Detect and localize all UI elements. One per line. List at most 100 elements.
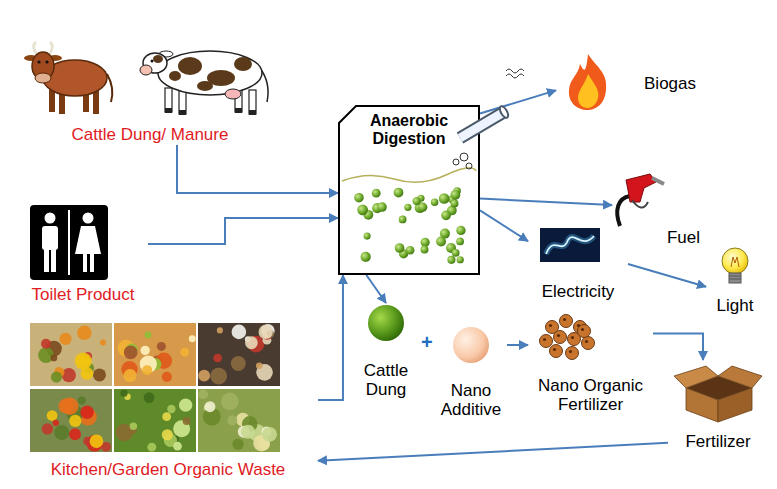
waste-item (144, 392, 155, 403)
box-flap (674, 366, 718, 388)
waste-item (157, 342, 166, 351)
text-group: Anaerobic Digestion (359, 112, 459, 149)
digestate-ball: Cattle Dung (352, 303, 420, 400)
cow-udder (225, 89, 241, 99)
electric-glow (546, 236, 594, 254)
cow-spot (197, 81, 213, 91)
plus-sign: + (421, 331, 433, 354)
text-group: Nano Additive (438, 381, 504, 420)
electric-arc (546, 236, 594, 254)
gas-bubble (460, 153, 468, 161)
output-biogas: Biogas (556, 52, 696, 116)
waste-item (162, 429, 173, 440)
digester-particle (372, 189, 381, 198)
node-label: Biogas (644, 74, 696, 94)
digester-particle (404, 204, 411, 211)
sign-divider (68, 210, 70, 275)
waste-item (217, 327, 223, 333)
waste-item (221, 393, 239, 411)
toilet-sign (30, 205, 108, 280)
gas-flow-mark (506, 69, 524, 78)
waste-photo (30, 323, 112, 386)
cow-eye (151, 60, 154, 63)
fertilizer-granule (560, 315, 573, 328)
text-group: Nano Organic Fertilizer (535, 376, 647, 415)
text-group: Toilet Product (32, 285, 135, 305)
digester-particle (431, 198, 439, 206)
text-group: Biogas (644, 74, 696, 94)
woman-figure (83, 254, 87, 272)
waste-photo (114, 323, 196, 386)
flow-arrow (148, 218, 338, 244)
digester-tank (339, 106, 479, 274)
waste-item (231, 356, 246, 371)
cow-spot (234, 57, 252, 71)
digester-particle (357, 204, 368, 215)
waste-item (213, 354, 222, 363)
waste-item (51, 355, 58, 362)
digester-particle (354, 193, 364, 203)
fertilizer-granule (554, 331, 567, 344)
node-label: Light (717, 296, 754, 316)
digester-particle (456, 238, 464, 246)
text-group: Fertilizer (685, 432, 750, 452)
flow-arrow (318, 275, 343, 400)
cow-leg (165, 88, 172, 112)
fertilizer-box: Fertilizer (668, 360, 768, 452)
digester-particle (451, 190, 461, 200)
light-bulb (722, 248, 748, 274)
fertilizer-granule (550, 345, 563, 358)
text-group: Fuel (667, 228, 700, 248)
waste-item (42, 423, 53, 434)
nano-fertilizer: Nano Organic Fertilizer (528, 313, 653, 415)
waste-item (120, 390, 127, 397)
fertilizer-granule (566, 347, 579, 360)
digester-particle (361, 252, 371, 262)
waste-item (41, 339, 51, 349)
waste-item (147, 443, 156, 452)
fertilizer-granule (582, 337, 595, 350)
waste-item (245, 336, 258, 349)
cattle-dung-ball (368, 305, 404, 341)
digester-particle (395, 243, 405, 253)
waste-item (173, 442, 182, 451)
node-label: Anaerobic Digestion (359, 112, 459, 149)
source-toilet: Toilet Product (18, 200, 148, 305)
digester-particle (451, 200, 459, 208)
waste-item (38, 347, 54, 363)
digester-particle (399, 216, 407, 224)
digester-particle (456, 226, 465, 235)
fuel-trigger (632, 200, 648, 208)
waste-item (232, 325, 247, 340)
box-flap (718, 366, 762, 388)
waste-item (47, 410, 58, 421)
flow-arrow (366, 275, 386, 303)
flow-arrow (177, 145, 338, 193)
waste-item (123, 369, 136, 382)
waste-item (51, 372, 62, 383)
node-label: Electricity (542, 282, 615, 302)
node-label: Kitchen/Garden Organic Waste (51, 460, 286, 480)
cow-eye (37, 60, 40, 63)
waste-item (61, 398, 78, 415)
text-group: Cattle Dung (355, 361, 417, 400)
cow-eye (45, 60, 48, 63)
flame-icon (569, 54, 606, 110)
text-group: Electricity (542, 282, 615, 302)
fuel-spout (652, 178, 664, 184)
waste-item (69, 428, 81, 440)
waste-item (145, 332, 152, 339)
waste-item (198, 370, 210, 382)
waste-item (183, 417, 191, 425)
granule-spot (543, 338, 546, 341)
waste-item (179, 399, 192, 412)
box-face (686, 388, 718, 422)
node-label: Toilet Product (32, 285, 135, 305)
digester-particle (364, 233, 371, 240)
waste-item (189, 335, 196, 342)
granule-spot (549, 324, 552, 327)
fertilizer-granule (578, 325, 591, 338)
cow-hoof (179, 110, 186, 115)
waste-item (140, 346, 149, 355)
